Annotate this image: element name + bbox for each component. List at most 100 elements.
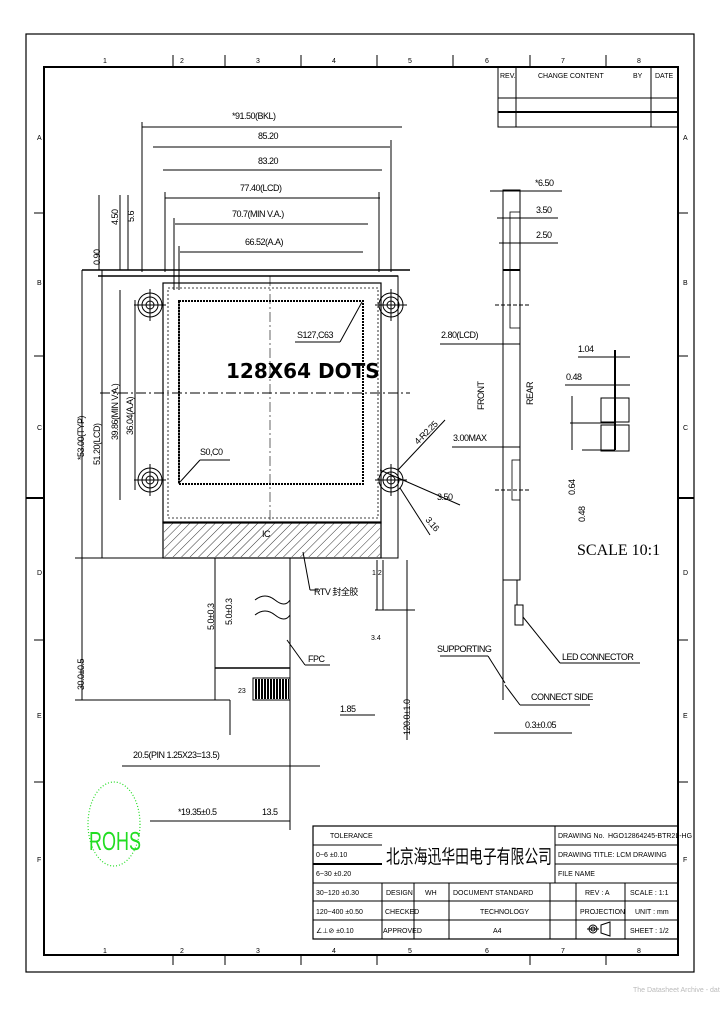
dim-8320: 83.20: [258, 156, 279, 166]
hole-dim-316: 3.16: [423, 515, 441, 534]
checked-label: CHECKED: [385, 909, 419, 916]
col-label: 5: [408, 58, 412, 65]
dim-048b: 0.48: [577, 506, 587, 522]
dim-fpc-5b: 5.0±0.3: [224, 598, 234, 625]
col-label: 2: [180, 948, 184, 955]
side-view-labels: *6.50 3.50 2.50 2.80(LCD) 3.00MAX FRONT …: [437, 178, 635, 730]
company-name: 北京海迅华田电子有限公司: [386, 846, 552, 868]
file-name: FILE NAME: [558, 871, 595, 878]
rear-label: REAR: [525, 381, 535, 405]
dim-lcd-width: 77.40(LCD): [240, 183, 282, 193]
projection-symbol-icon: [587, 921, 611, 937]
corner-label-s0: S0,C0: [200, 447, 223, 457]
col-label: 8: [637, 948, 641, 955]
dim-135: 13.5: [262, 807, 278, 817]
designer-initials: WH: [425, 890, 437, 897]
row-label: A: [683, 135, 688, 142]
dim-064: 0.64: [567, 479, 577, 495]
fpc-pins: [254, 679, 289, 699]
dim-3max: 3.00MAX: [453, 433, 487, 443]
ic-hatch-area: [164, 523, 380, 557]
rohs-ellipse: [87, 781, 141, 867]
dim-350-side: 3.50: [536, 205, 552, 215]
title-block-labels: TOLERANCE 0~6 ±0.10 6~30 ±0.20 30~120 ±0…: [316, 833, 692, 935]
col-label: 3: [256, 948, 260, 955]
led-connector-label: LED CONNECTOR: [562, 652, 634, 662]
technology-label: TECHNOLOGY: [480, 909, 529, 916]
front-label: FRONT: [476, 381, 486, 410]
row-label: B: [37, 280, 42, 287]
col-label: 8: [637, 58, 641, 65]
col-label: 5: [408, 948, 412, 955]
dim-8520: 85.20: [258, 131, 279, 141]
side-view: [440, 189, 640, 734]
detail-view-labels: 1.04 0.48 0.64 0.48 SCALE 10:1: [566, 344, 660, 559]
corner-label-s127: S127,C63: [297, 330, 334, 340]
col-label: 4: [332, 948, 336, 955]
dim-048: 0.48: [566, 372, 582, 382]
hole-dim-350: 3.50: [437, 492, 453, 502]
ic-label: IC: [262, 529, 271, 539]
unit-label: UNIT : mm: [635, 909, 669, 916]
dim-supporting-thickness: 0.3±0.05: [525, 720, 556, 730]
document-standard: DOCUMENT STANDARD: [453, 890, 533, 897]
row-labels: A B C D E F A B C D E F: [37, 135, 688, 864]
connect-side-label: CONNECT SIDE: [531, 692, 593, 702]
row-label: C: [683, 425, 688, 432]
dim-aa-height: 36.04(A.A): [125, 396, 135, 435]
col-label: 2: [180, 58, 184, 65]
tolerance-6-30: 6~30 ±0.20: [316, 871, 351, 878]
rtv-label: RTV 封全胶: [314, 586, 358, 597]
drawing-number: HGO12864245-BTR2L-HG: [608, 833, 692, 840]
paper-size: A4: [493, 928, 502, 935]
dim-30: 30.0±0.5: [76, 659, 86, 690]
column-ticks: [172, 55, 607, 965]
dim-va-height: 39.86(MIN V.A.): [110, 383, 120, 440]
row-label: F: [37, 857, 41, 864]
dim-185: 1.85: [340, 704, 356, 714]
design-label: DESIGN: [386, 890, 413, 897]
col-label: 3: [256, 58, 260, 65]
change-content-header: CHANGE CONTENT: [538, 73, 604, 80]
tolerance-0-6: 0~6 ±0.10: [316, 852, 347, 859]
inner-frame: [43, 66, 679, 956]
sheet-label: SHEET : 1/2: [630, 928, 669, 935]
dim-bkl-width: *91.50(BKL): [232, 111, 276, 121]
dim-aa-width: 66.52(A.A): [245, 237, 284, 247]
row-label: C: [37, 425, 42, 432]
col-label: 4: [332, 58, 336, 65]
dim-104: 1.04: [578, 344, 594, 354]
row-label: F: [683, 857, 687, 864]
watermark: The Datasheet Archive - datasheetarchive…: [633, 987, 720, 994]
date-header: DATE: [655, 73, 673, 80]
col-label: 6: [485, 58, 489, 65]
dim-23: 23: [238, 688, 246, 695]
front-view: [75, 122, 461, 830]
display-resolution-label: 128X64 DOTS: [226, 359, 380, 383]
row-ticks: [26, 212, 694, 783]
tolerance-120-400: 120~400 ±0.50: [316, 909, 363, 916]
dim-450: 4.50: [110, 209, 120, 225]
front-view-labels: *91.50(BKL) 85.20 83.20 77.40(LCD) 70.7(…: [76, 111, 454, 817]
col-label: 1: [103, 58, 107, 65]
dim-fpc-length: 120.0±1.0: [402, 699, 412, 735]
col-label: 7: [561, 58, 565, 65]
dim-thickness-total: *6.50: [535, 178, 554, 188]
dim-56: 5.6: [126, 210, 136, 222]
dim-fpc-5: 5.0±0.3: [206, 603, 216, 630]
tolerance-header: TOLERANCE: [330, 833, 373, 840]
dim-1935: *19.35±0.5: [178, 807, 217, 817]
row-label: E: [37, 713, 42, 720]
tolerance-geometric: ∠⊥⊘ ±0.10: [316, 927, 354, 935]
row-label: B: [683, 280, 688, 287]
title-scale: SCALE : 1:1: [630, 890, 669, 897]
by-header: BY: [633, 73, 643, 80]
row-label: D: [683, 570, 688, 577]
supporting-label: SUPPORTING: [437, 644, 492, 654]
outer-frame: [25, 33, 695, 973]
title-block: [312, 825, 679, 940]
revision-value: REV : A: [585, 890, 610, 897]
col-label: 1: [103, 948, 107, 955]
rohs-mark: ROHS: [89, 826, 141, 856]
